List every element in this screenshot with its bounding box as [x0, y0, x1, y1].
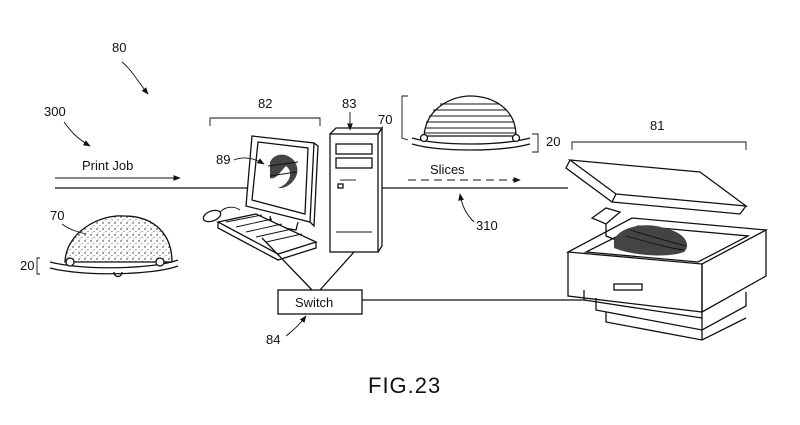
monitor-image-ref-label: 89 — [216, 152, 230, 167]
system-ref-arrow — [121, 61, 149, 95]
switch-label: Switch — [295, 295, 333, 310]
computer-ref-label: 82 — [258, 96, 272, 111]
monitor — [245, 135, 319, 231]
slices-ref-arrow — [458, 193, 475, 223]
tower-ref-label: 83 — [342, 96, 356, 111]
object-right-ref-label: 70 — [378, 112, 392, 127]
mouse — [202, 206, 241, 223]
print-job-ref-arrow — [63, 121, 91, 147]
computer-bracket — [209, 117, 321, 126]
base-left-bracket — [36, 257, 40, 275]
system-ref-label: 80 — [112, 40, 126, 55]
switch-box — [277, 289, 363, 315]
tower-to-switch-line — [319, 251, 355, 291]
switch-ref-arrow — [285, 315, 307, 337]
object-right-bracket — [401, 95, 409, 141]
stippled-object-left — [49, 215, 179, 278]
sliced-object-right — [411, 95, 531, 151]
keyboard — [216, 213, 318, 261]
keyboard-to-switch-line — [261, 237, 313, 291]
base-right-ref-label: 20 — [546, 134, 560, 149]
printer-ref-label: 81 — [650, 118, 664, 133]
print-job-label: Print Job — [82, 158, 133, 173]
switch-ref-label: 84 — [266, 332, 280, 347]
figure-caption: FIG.23 — [368, 373, 441, 398]
monitor-screen-image — [267, 154, 299, 189]
print-job-ref-label: 300 — [44, 104, 66, 119]
slices-ref-label: 310 — [476, 218, 498, 233]
3d-printer — [565, 159, 769, 341]
base-left-ref-label: 20 — [20, 258, 34, 273]
printer-bracket — [571, 141, 747, 150]
monitor-image-ref-arrow — [233, 157, 265, 165]
computer-tower — [329, 125, 384, 253]
object-left-ref-label: 70 — [50, 208, 64, 223]
slices-label: Slices — [430, 162, 465, 177]
base-right-bracket — [532, 133, 539, 153]
